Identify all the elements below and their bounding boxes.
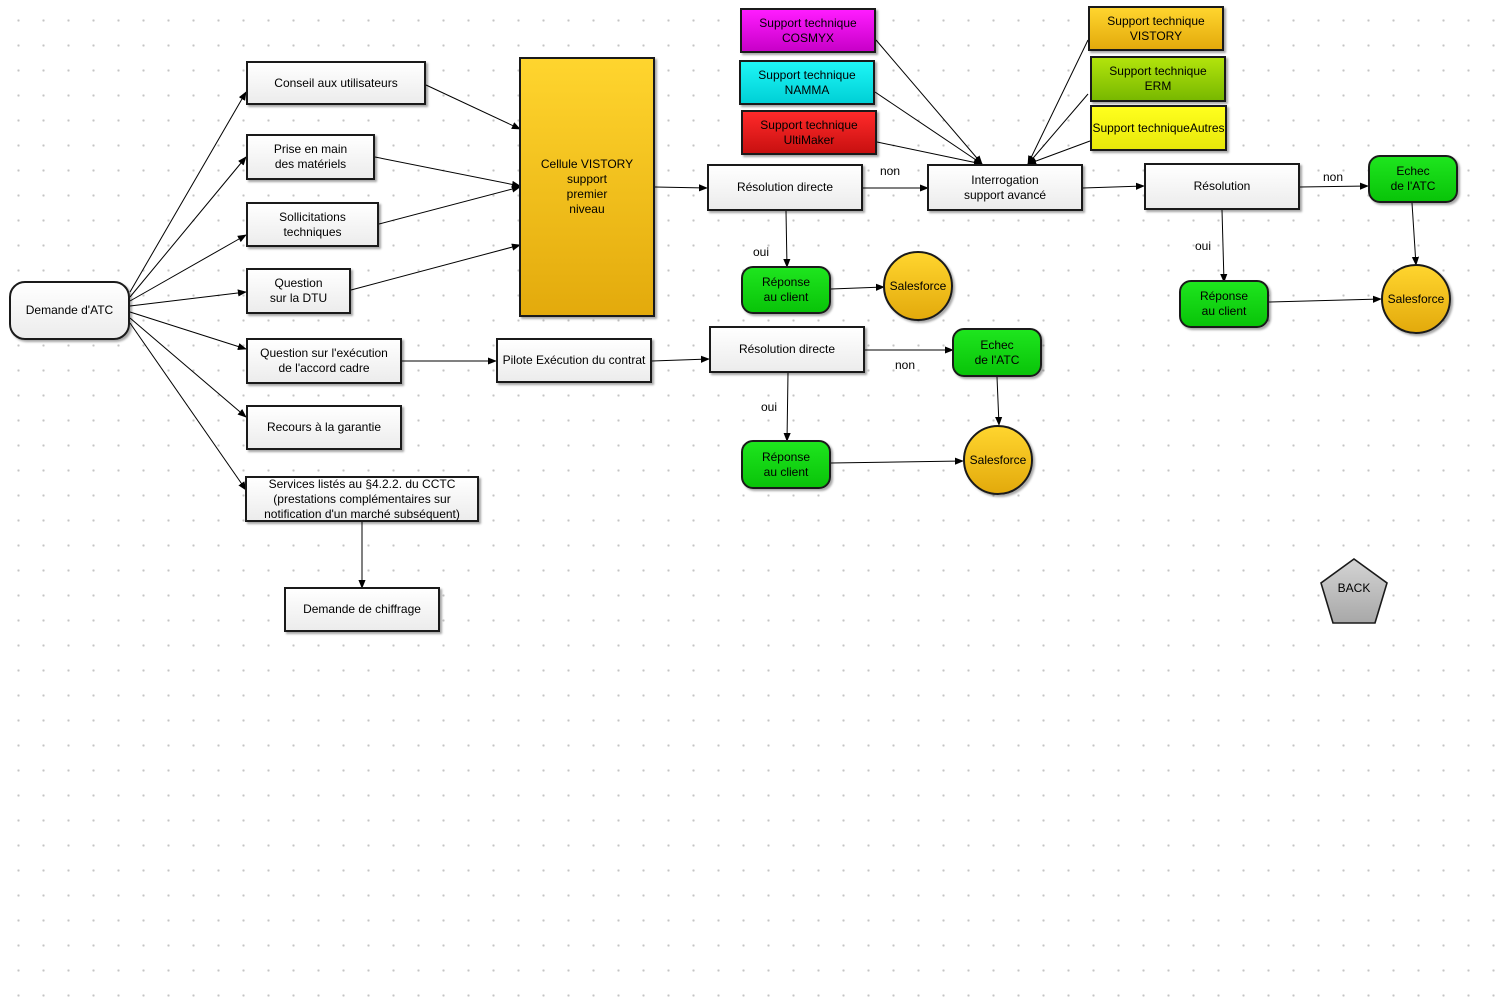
edge xyxy=(1299,182,1369,190)
salesforce-3-node[interactable]: Salesforce xyxy=(1381,264,1451,334)
pilote-execution-node[interactable]: Pilote Exécution du contrat xyxy=(496,338,652,383)
edge xyxy=(783,372,791,442)
back-button[interactable]: BACK xyxy=(1320,558,1388,624)
edge-label-oui: oui xyxy=(1195,239,1212,253)
edge xyxy=(129,317,247,418)
resolution-directe-2-node[interactable]: Résolution directe xyxy=(709,326,865,373)
edge xyxy=(129,289,247,307)
salesforce-1-node[interactable]: Salesforce xyxy=(883,251,953,321)
edge xyxy=(874,91,983,165)
edge-label-non: non xyxy=(1323,170,1344,184)
support-erm-node[interactable]: Support technique ERM xyxy=(1090,56,1226,102)
reponse-client-3-node[interactable]: Réponse au client xyxy=(1179,280,1269,328)
edge xyxy=(129,322,247,491)
resolution-directe-1-node[interactable]: Résolution directe xyxy=(707,164,863,211)
edge xyxy=(1268,295,1382,303)
edge xyxy=(425,84,521,130)
edge xyxy=(830,457,964,465)
edge-label-non: non xyxy=(895,358,916,372)
pentagon-shape xyxy=(1320,558,1388,624)
sollicitations-techniques-node[interactable]: Sollicitations techniques xyxy=(246,202,379,247)
edge xyxy=(1220,209,1228,283)
edge-label-non: non xyxy=(880,164,901,178)
edge xyxy=(1411,202,1420,266)
edge xyxy=(830,283,885,291)
resolution-node[interactable]: Résolution xyxy=(1144,163,1300,210)
question-execution-node[interactable]: Question sur l'exécution de l'accord cad… xyxy=(246,338,402,384)
demande-chiffrage-node[interactable]: Demande de chiffrage xyxy=(284,587,440,632)
support-vistory-node[interactable]: Support technique VISTORY xyxy=(1088,6,1224,51)
edge xyxy=(875,39,983,165)
services-cctc-node[interactable]: Services listés au §4.2.2. du CCTC (pres… xyxy=(245,476,479,522)
demande-atc-node[interactable]: Demande d'ATC xyxy=(9,281,130,340)
edge xyxy=(350,243,521,291)
salesforce-2-node[interactable]: Salesforce xyxy=(963,425,1033,495)
echec-atc-2-node[interactable]: Echec de l'ATC xyxy=(952,328,1042,377)
conseil-utilisateurs-node[interactable]: Conseil aux utilisateurs xyxy=(246,61,426,105)
support-cosmyx-node[interactable]: Support technique COSMYX xyxy=(740,8,876,53)
edge xyxy=(1082,182,1145,190)
edge xyxy=(876,141,983,166)
support-namma-node[interactable]: Support technique NAMMA xyxy=(739,60,875,105)
edge xyxy=(1027,39,1089,165)
support-autres-node[interactable]: Support techniqueAutres xyxy=(1090,105,1227,151)
cellule-vistory-node[interactable]: Cellule VISTORY support premier niveau xyxy=(519,57,655,317)
edge xyxy=(129,91,247,293)
edge xyxy=(378,185,521,225)
edge xyxy=(129,311,247,350)
edge-label-oui: oui xyxy=(753,245,770,259)
edge xyxy=(783,210,791,268)
edge xyxy=(129,156,247,298)
back-label: BACK xyxy=(1337,581,1371,595)
edge-label-oui: oui xyxy=(761,400,778,414)
support-ultimaker-node[interactable]: Support technique UltiMaker xyxy=(741,110,877,155)
edge xyxy=(1027,140,1091,165)
edge xyxy=(374,156,521,188)
interrogation-support-node[interactable]: Interrogation support avancé xyxy=(927,164,1083,211)
edge xyxy=(651,355,710,363)
reponse-client-2-node[interactable]: Réponse au client xyxy=(741,440,831,489)
recours-garantie-node[interactable]: Recours à la garantie xyxy=(246,405,402,450)
echec-atc-1-node[interactable]: Echec de l'ATC xyxy=(1368,155,1458,203)
reponse-client-1-node[interactable]: Réponse au client xyxy=(741,266,831,314)
edge xyxy=(995,376,1003,426)
edge xyxy=(654,184,708,192)
edge xyxy=(1027,93,1089,165)
question-dtu-node[interactable]: Question sur la DTU xyxy=(246,268,351,314)
prise-en-main-node[interactable]: Prise en main des matériels xyxy=(246,134,375,180)
edge xyxy=(129,234,247,302)
